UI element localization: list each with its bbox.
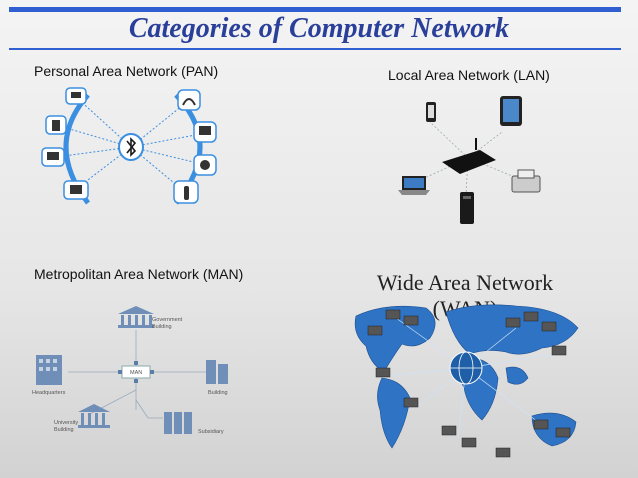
subsidiary-icon [164, 412, 192, 434]
router-icon [442, 138, 496, 174]
government-label-line2: Building [152, 324, 172, 330]
man-hub-label: MAN [130, 370, 142, 376]
lan-label: Local Area Network (LAN) [388, 67, 550, 83]
subsidiary-label: Subsidiary [198, 429, 224, 435]
laptop-icon [398, 176, 430, 195]
man-label: Metropolitan Area Network (MAN) [34, 266, 244, 282]
building-icon [206, 360, 228, 384]
government-label-line1: Government [152, 317, 183, 323]
wan-title: Wide Area Network (WAN) [376, 270, 554, 321]
wan-laptops [367, 309, 571, 458]
wan-map [354, 304, 579, 458]
university-label-line2: Building [54, 427, 74, 433]
pan-label: Personal Area Network (PAN) [34, 63, 219, 79]
title-top-rule [9, 7, 621, 12]
man-hub [118, 361, 154, 383]
university-label-line1: University [54, 420, 78, 426]
university-building-icon [78, 404, 110, 428]
slide-title: Categories of Computer Network [128, 13, 510, 44]
title-bottom-rule [9, 48, 621, 50]
building-label: Building [208, 390, 228, 396]
globe-icon [449, 351, 483, 385]
government-building-icon [118, 306, 154, 328]
headquarters-label: Headquarters [32, 390, 66, 396]
tower-icon [460, 192, 474, 224]
printer-icon [511, 169, 541, 193]
man-diagram: MAN Government Building Headquarters Bui… [32, 306, 228, 435]
lan-diagram [398, 96, 541, 224]
pan-diagram [41, 87, 217, 205]
phone-icon [426, 102, 436, 122]
tablet-icon [500, 96, 522, 126]
bluetooth-icon [118, 133, 144, 161]
